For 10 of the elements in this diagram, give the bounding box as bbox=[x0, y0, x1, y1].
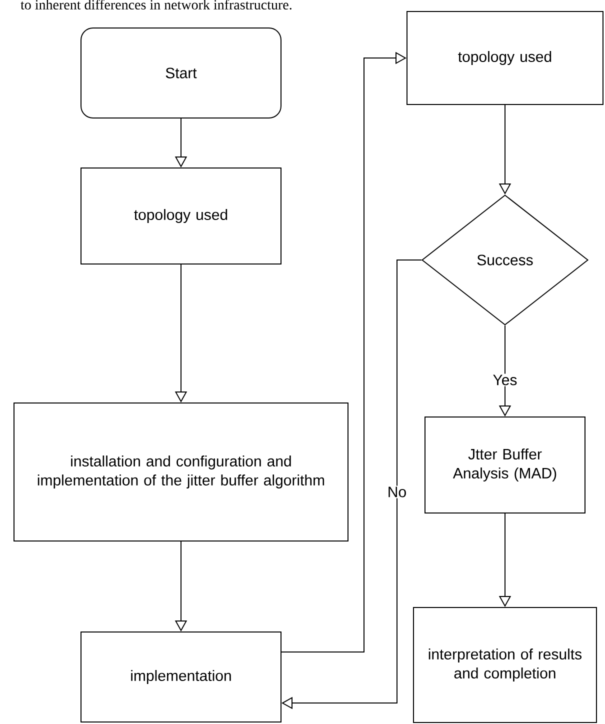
start-terminal: Start bbox=[80, 28, 282, 118]
text-line: to inherent differences in network infrastructure. bbox=[20, 0, 292, 10]
process-box: implementation bbox=[80, 632, 282, 722]
process-box: installation and configuration and implementation of the jitter buffer algorithm bbox=[14, 402, 348, 542]
process-box: Jtter Buffer Analysis (MAD) bbox=[424, 416, 586, 514]
edge-label: Yes bbox=[492, 374, 518, 386]
edge-label: No bbox=[386, 486, 408, 498]
process-box: topology used bbox=[406, 11, 604, 105]
process-box: topology used bbox=[80, 168, 282, 264]
process-box: interpretation of results and completion bbox=[413, 607, 597, 723]
